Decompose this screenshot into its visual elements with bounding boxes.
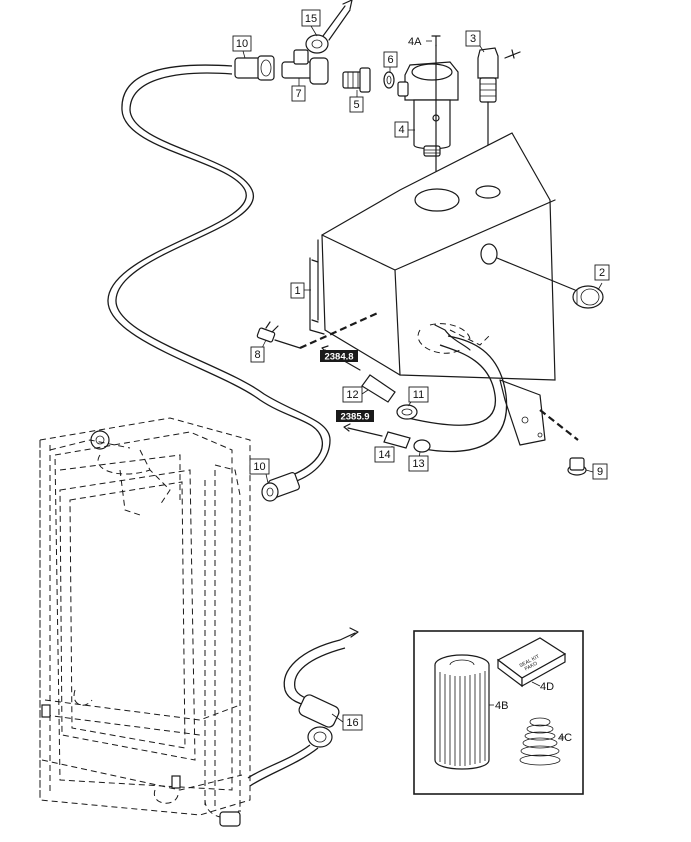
filter-element-4B: 4B bbox=[434, 654, 508, 770]
callout-15: 15 bbox=[301, 9, 321, 27]
callout-3: 3 bbox=[465, 30, 481, 47]
svg-text:12: 12 bbox=[346, 389, 358, 401]
svg-text:16: 16 bbox=[346, 717, 358, 729]
callout-8: 8 bbox=[250, 346, 265, 363]
svg-text:2: 2 bbox=[599, 267, 605, 279]
clamp-13 bbox=[413, 439, 431, 453]
nut-15 bbox=[305, 0, 353, 54]
return-arrow-icon bbox=[349, 627, 359, 638]
svg-text:8: 8 bbox=[254, 349, 260, 361]
reference-badge-1: 2384.8 bbox=[320, 350, 358, 363]
callout-11: 11 bbox=[408, 386, 429, 403]
callout-7: 7 bbox=[291, 85, 306, 102]
svg-text:14: 14 bbox=[378, 449, 390, 461]
seal-kit-4D: SEAL KIT PAKO 4D bbox=[496, 637, 567, 693]
clamp-11 bbox=[396, 404, 418, 420]
fuel-filter-4 bbox=[397, 35, 459, 201]
washer-6 bbox=[383, 71, 395, 89]
svg-text:13: 13 bbox=[412, 458, 424, 470]
callout-10-lower: 10 bbox=[249, 458, 270, 475]
svg-text:2385.9: 2385.9 bbox=[340, 412, 369, 423]
callout-16: 16 bbox=[342, 714, 363, 731]
svg-text:9: 9 bbox=[597, 466, 603, 478]
svg-text:7: 7 bbox=[295, 88, 301, 100]
svg-text:10: 10 bbox=[236, 38, 248, 50]
reference-badge-2: 2385.9 bbox=[336, 410, 374, 423]
svg-text:5: 5 bbox=[353, 99, 359, 111]
callout-5: 5 bbox=[349, 96, 364, 113]
spring-4C: 4C bbox=[519, 717, 572, 766]
tee-fitting-7 bbox=[281, 49, 329, 85]
callout-13: 13 bbox=[408, 455, 429, 472]
fuel-tank-1 bbox=[309, 132, 556, 446]
svg-text:4C: 4C bbox=[558, 732, 572, 744]
svg-text:2384.8: 2384.8 bbox=[324, 352, 353, 363]
callout-9: 9 bbox=[592, 463, 608, 480]
hose-fitting-10-top bbox=[234, 55, 275, 81]
callout-6: 6 bbox=[383, 51, 398, 68]
svg-text:10: 10 bbox=[253, 461, 265, 473]
plug-2 bbox=[496, 257, 604, 309]
adapter-5 bbox=[342, 67, 371, 93]
callout-14: 14 bbox=[374, 446, 395, 463]
callout-1: 1 bbox=[290, 282, 305, 299]
callout-2: 2 bbox=[594, 264, 610, 281]
callout-12: 12 bbox=[342, 386, 363, 403]
supply-hose bbox=[107, 64, 323, 477]
filter-kit-inset: 4B SEAL KIT PAKO 4D 4C bbox=[413, 630, 584, 795]
svg-text:4A: 4A bbox=[408, 36, 422, 48]
svg-text:4: 4 bbox=[398, 124, 404, 136]
svg-text:1: 1 bbox=[294, 285, 300, 297]
sender-8 bbox=[256, 310, 381, 350]
callout-4A: 4A bbox=[408, 36, 422, 48]
hose-loop bbox=[407, 335, 508, 453]
svg-text:11: 11 bbox=[413, 389, 424, 401]
hose-14 bbox=[343, 423, 411, 449]
callout-10-top: 10 bbox=[232, 35, 252, 52]
drain-plug-9 bbox=[539, 409, 587, 476]
svg-text:4B: 4B bbox=[495, 700, 508, 712]
hose-fitting-10-lower bbox=[261, 471, 300, 502]
callout-4: 4 bbox=[394, 121, 409, 138]
svg-text:PAKO: PAKO bbox=[524, 661, 539, 673]
svg-text:6: 6 bbox=[387, 54, 393, 66]
svg-text:15: 15 bbox=[305, 13, 317, 25]
svg-text:3: 3 bbox=[470, 33, 476, 45]
radiator-outline bbox=[39, 417, 251, 827]
svg-text:4D: 4D bbox=[540, 681, 554, 693]
